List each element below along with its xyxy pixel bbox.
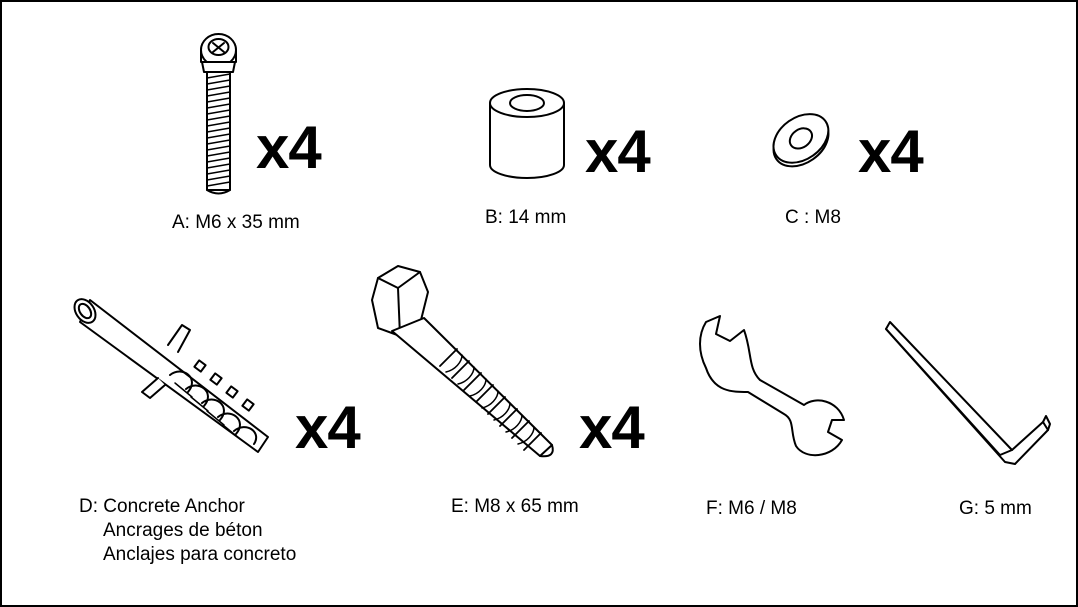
label-g: G: 5 mm [959,498,1032,519]
quantity-e: x4 [579,394,645,461]
label-d-es: Anclajes para concreto [103,544,297,565]
washer-icon [772,113,830,168]
quantity-d: x4 [295,394,361,461]
wrench-icon [699,315,845,457]
quantity-a: x4 [256,114,322,181]
spacer-icon [489,88,565,179]
label-f: F: M6 / M8 [706,498,797,519]
concrete-anchor-icon [73,298,269,453]
label-a: A: M6 x 35 mm [172,212,300,233]
hex-key-icon [885,321,1051,465]
quantity-c: x4 [858,118,924,185]
label-d-fr: Ancrages de béton [103,520,263,541]
pan-head-screw-icon [200,33,237,195]
label-c: C : M8 [785,207,841,228]
hex-bolt-icon [371,265,554,458]
label-d-en: D: Concrete Anchor [79,496,245,517]
label-e: E: M8 x 65 mm [451,496,579,517]
quantity-b: x4 [585,118,651,185]
label-d: D: Concrete Anchor Ancrages de béton Anc… [79,495,296,567]
label-b: B: 14 mm [485,207,567,228]
